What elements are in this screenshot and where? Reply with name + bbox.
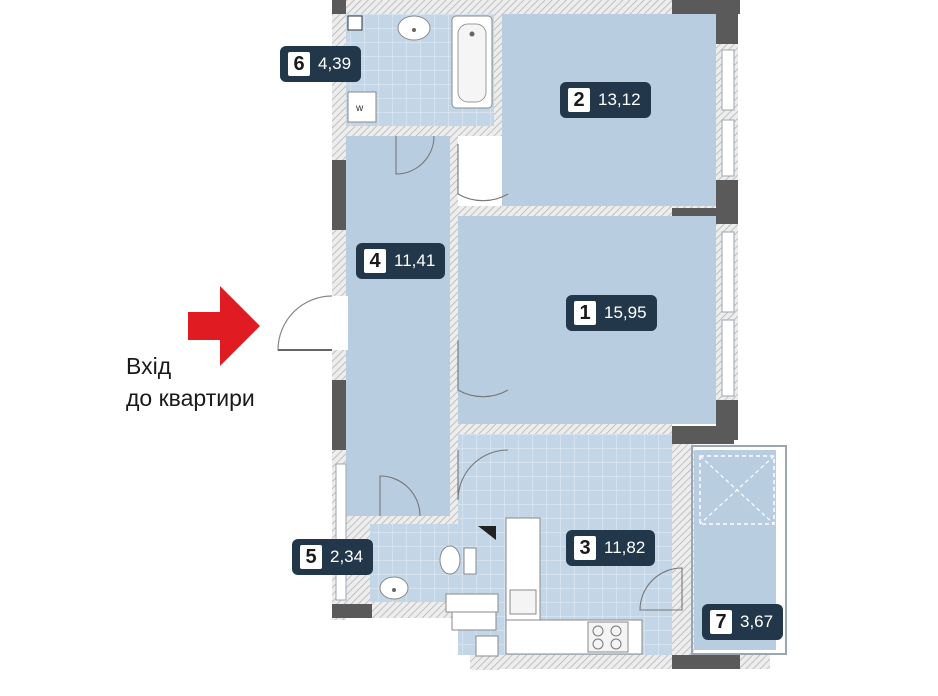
window: [721, 231, 735, 313]
wall-room2-room1: [458, 206, 718, 216]
room-area: 13,12: [598, 90, 641, 109]
room-area: 11,82: [604, 538, 646, 557]
stove-icon: [587, 621, 629, 653]
column-block: [672, 426, 734, 444]
window: [721, 319, 735, 397]
kitchen-counter: [505, 517, 643, 655]
room-number: 2: [568, 88, 590, 112]
entrance-caption-line1: Вхід: [126, 353, 172, 379]
door-swing: [639, 567, 683, 611]
wall-wc-top: [370, 516, 500, 524]
room-area: 4,39: [318, 54, 352, 73]
sink-icon: [509, 589, 537, 615]
room-4-corridor: [346, 136, 450, 516]
room-label-7: 7 3,67: [702, 604, 784, 640]
room-number: 7: [710, 610, 732, 634]
window: [721, 119, 735, 177]
room-label-3: 3 11,82: [566, 530, 656, 566]
entrance-door: [277, 295, 348, 351]
door-swing: [395, 135, 435, 175]
wall-bath-lower: [346, 126, 496, 136]
door-swing: [457, 340, 509, 398]
ventilation-shaft: [445, 593, 499, 657]
window: [721, 49, 735, 111]
doors: [379, 135, 683, 611]
balcony: [691, 445, 787, 655]
door-swing: [379, 475, 421, 517]
room-number: 6: [288, 52, 310, 76]
room-area: 11,41: [394, 251, 436, 270]
entrance-arrow-icon: [188, 286, 260, 366]
room-area: 15,95: [604, 303, 647, 322]
wall-balcony-inner: [672, 438, 694, 668]
washbasin-icon: [397, 15, 431, 41]
column-block: [716, 180, 738, 224]
room-number: 3: [574, 536, 596, 560]
room-area: 3,67: [740, 612, 774, 631]
washbasin-icon: [379, 576, 409, 600]
balcony-rail: [691, 445, 787, 655]
svg-text:w: w: [355, 103, 364, 114]
entrance-caption-line2: до квартири: [126, 385, 255, 411]
wall-corridor-right: [450, 136, 458, 520]
balcony-shaft: [699, 455, 775, 525]
room-label-1: 1 15,95: [566, 295, 657, 331]
door-swing: [457, 449, 509, 501]
column-block: [716, 14, 738, 44]
entrance-caption: Вхід до квартири: [126, 350, 255, 414]
room-label-2: 2 13,12: [560, 82, 651, 118]
column-block: [332, 604, 372, 618]
room-number: 4: [364, 249, 386, 273]
column-block: [672, 655, 740, 669]
room-number: 1: [574, 301, 596, 325]
door-swing: [457, 144, 509, 202]
column-block: [332, 380, 346, 450]
room-area: 2,34: [330, 547, 364, 566]
column-block: [332, 0, 346, 14]
bathtub-icon: [451, 15, 493, 109]
window: [335, 463, 347, 601]
riser-icon: [478, 526, 496, 540]
windows: [335, 49, 735, 601]
room-number: 5: [300, 545, 322, 569]
room-label-5: 5 2,34: [292, 539, 374, 575]
wall-room1-kitchen: [458, 424, 672, 434]
room-label-4: 4 11,41: [356, 243, 446, 279]
wall-top: [332, 0, 740, 14]
riser-icon: [347, 15, 363, 31]
column-block: [332, 160, 346, 230]
toilet-icon: [439, 545, 477, 575]
wall-bath-partition: [494, 14, 502, 136]
room-label-6: 6 4,39: [280, 46, 362, 82]
column-block: [672, 0, 740, 14]
washing-machine-icon: w: [347, 91, 377, 123]
